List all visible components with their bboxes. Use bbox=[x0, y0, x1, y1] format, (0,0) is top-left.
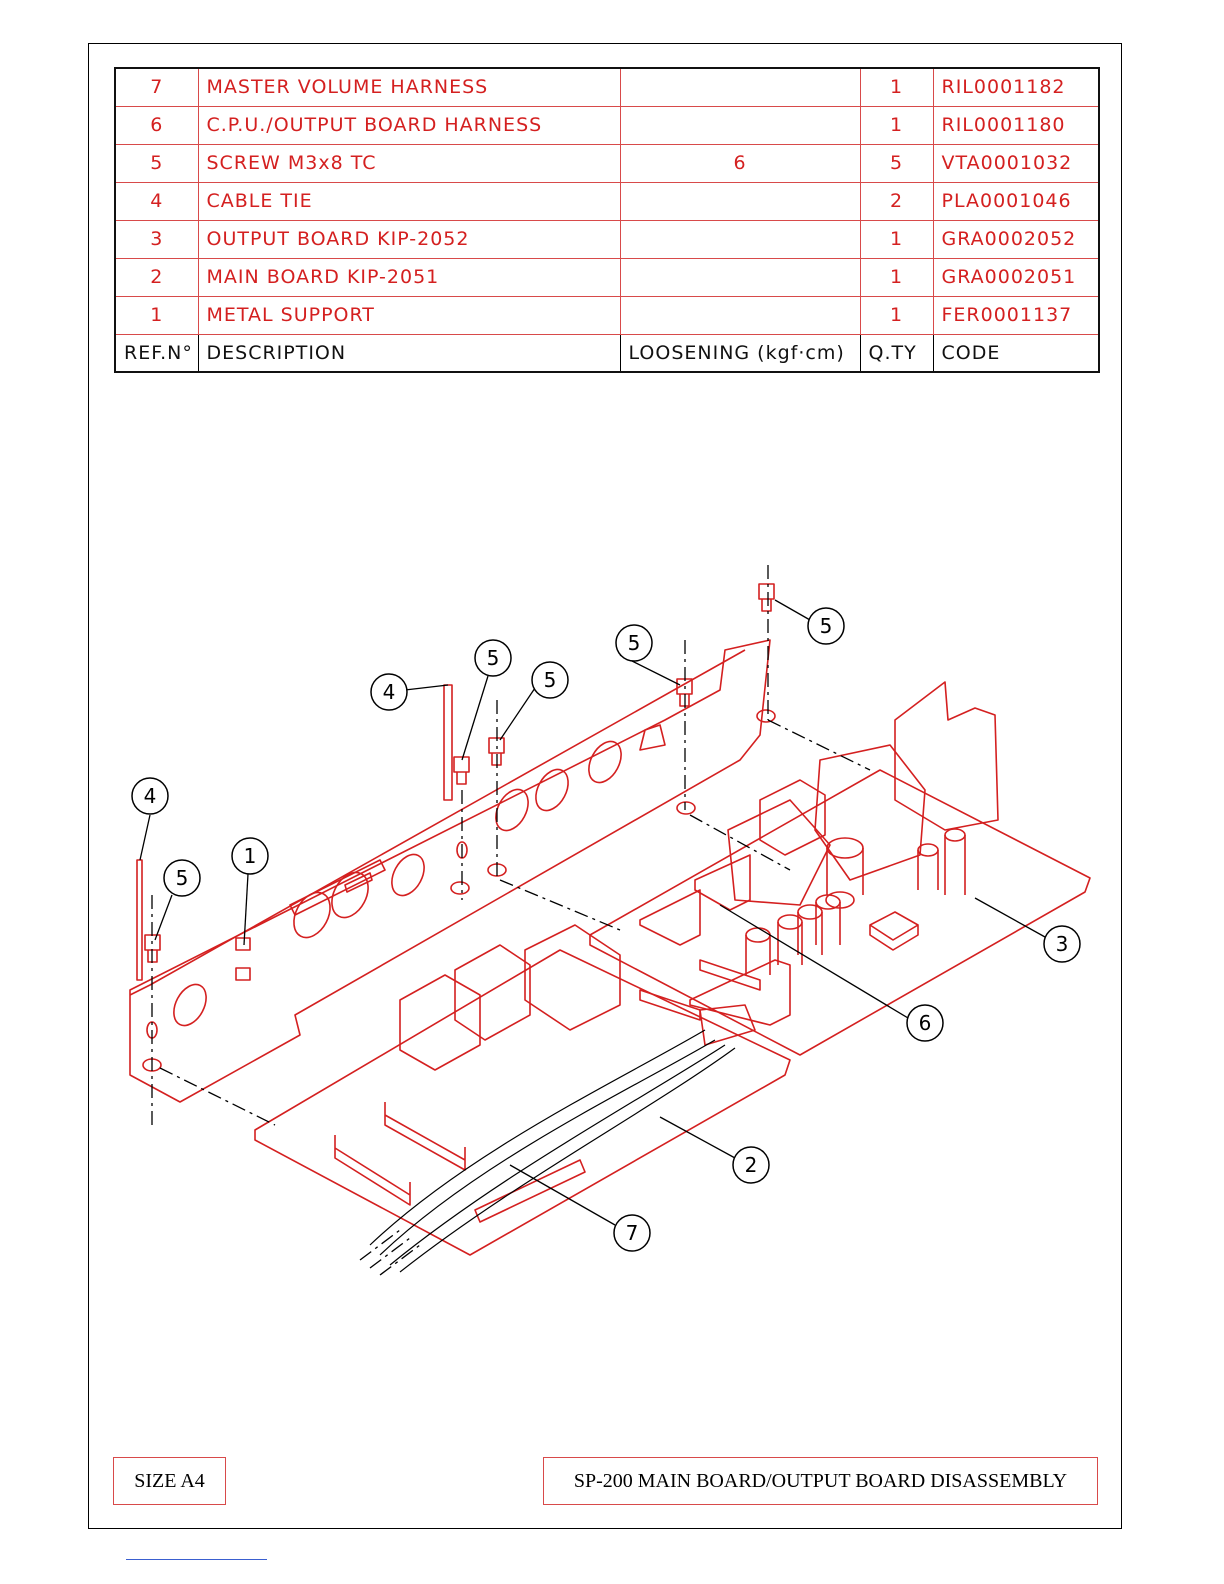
bom-cell-code: RIL0001180 bbox=[932, 105, 1100, 145]
callout-label: 5 bbox=[176, 866, 189, 890]
bom-cell-loosening bbox=[619, 219, 861, 259]
drawing-title-box: SP-200 MAIN BOARD/OUTPUT BOARD DISASSEMB… bbox=[543, 1457, 1098, 1505]
bom-header-ref: REF.N° bbox=[114, 333, 199, 373]
bom-cell-ref: 6 bbox=[114, 105, 199, 145]
callout-label: 5 bbox=[544, 668, 557, 692]
callout-label: 6 bbox=[919, 1011, 932, 1035]
callout-label: 1 bbox=[244, 844, 257, 868]
callout-label: 5 bbox=[487, 646, 500, 670]
callout-label: 2 bbox=[745, 1153, 758, 1177]
bom-header-description: DESCRIPTION bbox=[197, 333, 621, 373]
bom-cell-code: PLA0001046 bbox=[932, 181, 1100, 221]
callout-label: 5 bbox=[820, 614, 833, 638]
cable-tie bbox=[443, 684, 453, 801]
bom-cell-qty: 5 bbox=[859, 143, 934, 183]
bom-cell-loosening bbox=[619, 105, 861, 145]
bom-header-code: CODE bbox=[932, 333, 1100, 373]
bom-cell-description: METAL SUPPORT bbox=[197, 295, 621, 335]
callout-label: 4 bbox=[383, 680, 396, 704]
callout-label: 7 bbox=[626, 1221, 639, 1245]
footer-rule bbox=[126, 1559, 267, 1560]
output-board bbox=[589, 769, 1091, 1056]
master-volume-harness bbox=[369, 1029, 736, 1273]
bom-cell-description: MASTER VOLUME HARNESS bbox=[197, 67, 621, 107]
bom-cell-ref: 7 bbox=[114, 67, 199, 107]
bom-cell-ref: 4 bbox=[114, 181, 199, 221]
callout-label: 4 bbox=[144, 784, 157, 808]
sheet-size-box: SIZE A4 bbox=[113, 1457, 226, 1505]
drawing-sheet-border bbox=[88, 43, 1122, 1529]
bom-cell-ref: 3 bbox=[114, 219, 199, 259]
main-board bbox=[254, 949, 791, 1256]
bom-cell-code: RIL0001182 bbox=[932, 67, 1100, 107]
bom-cell-description: OUTPUT BOARD KIP-2052 bbox=[197, 219, 621, 259]
bom-cell-ref: 2 bbox=[114, 257, 199, 297]
bom-header-loosening: LOOSENING (kgf·cm) bbox=[619, 333, 861, 373]
bom-header-qty: Q.TY bbox=[859, 333, 934, 373]
callout-label: 5 bbox=[628, 631, 641, 655]
bom-cell-qty: 1 bbox=[859, 67, 934, 107]
bom-cell-loosening bbox=[619, 295, 861, 335]
bom-cell-loosening bbox=[619, 257, 861, 297]
cable-tie bbox=[136, 859, 143, 981]
screw-group bbox=[144, 583, 775, 963]
metal-support bbox=[129, 639, 771, 1103]
bom-cell-description: SCREW M3x8 TC bbox=[197, 143, 621, 183]
callout-label: 3 bbox=[1056, 932, 1069, 956]
